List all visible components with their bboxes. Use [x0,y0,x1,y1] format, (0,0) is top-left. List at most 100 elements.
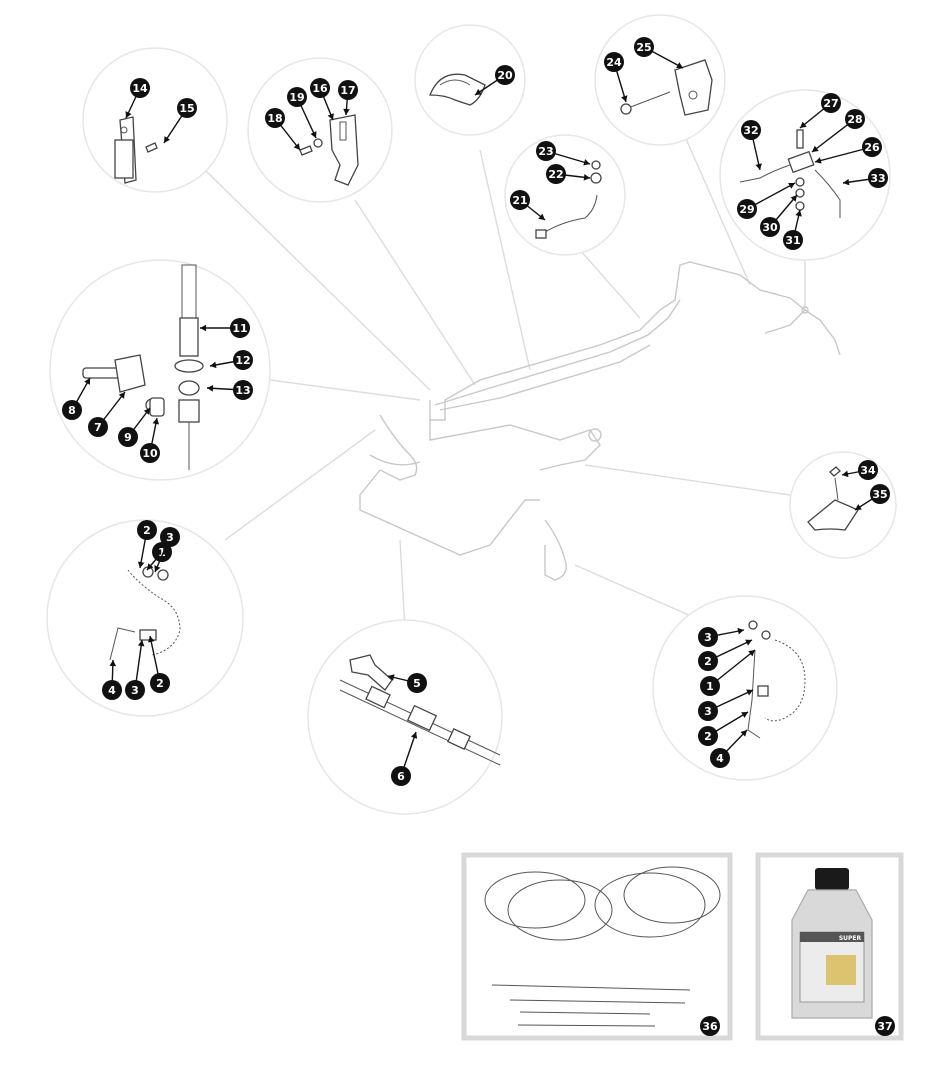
callout-17: 17 [338,80,358,116]
callout-badge [102,680,122,700]
callout-number: 11 [232,322,247,335]
callout-arrowhead [755,163,762,170]
callout-13: 13 [206,380,253,400]
callout-11: 11 [200,318,250,338]
callout-badge [862,137,882,157]
callout-4: 4 [102,659,122,700]
callout-number: 28 [847,113,862,126]
callout-9: 9 [118,407,151,447]
callout-2: 2 [698,711,749,746]
callout-2: 2 [137,520,157,569]
callout-arrowhead [210,361,217,369]
callout-badge [152,542,172,562]
callout-number: 3 [704,631,712,644]
callout-number: 2 [156,677,164,690]
callout-badge [700,676,720,696]
callout-19: 19 [287,87,317,139]
callout-badge [700,1016,720,1036]
callout-3: 3 [125,639,145,700]
callout-arrowhead [388,674,395,681]
callout-badge [265,108,285,128]
callout-number: 24 [606,56,622,69]
callout-number: 13 [235,384,250,397]
callout-20: 20 [474,65,515,96]
callout-badge [233,380,253,400]
callout-number: 4 [108,684,116,697]
callout-number: 19 [289,91,304,104]
callout-2: 2 [698,639,753,671]
callout-badge [510,190,530,210]
callout-number: 18 [267,112,282,125]
callout-31: 31 [783,209,803,250]
callout-23: 23 [536,141,591,166]
callout-badge [783,230,803,250]
callout-number: 2 [704,730,712,743]
callout-badge [140,443,160,463]
callout-number: 1 [158,546,166,559]
callout-number: 16 [312,82,328,95]
callout-number: 4 [716,752,724,765]
callout-arrowhead [583,159,590,166]
callout-number: 35 [872,488,887,501]
callout-badge [495,65,515,85]
callout-arrowhead [842,470,849,478]
callout-arrowhead [538,213,545,220]
callout-number: 5 [413,677,421,690]
callout-badge [407,673,427,693]
callout-number: 23 [538,145,553,158]
callout-badge [338,80,358,100]
callout-arrowhead [583,174,590,181]
callout-badge [737,199,757,219]
callout-number: 27 [823,97,838,110]
callout-arrowhead [343,108,350,115]
callout-number: 6 [397,770,405,783]
callout-8: 8 [62,377,91,420]
callout-badge [536,141,556,161]
callout-3: 3 [698,627,745,647]
callout-number: 1 [706,680,714,693]
detail-tee-26-33 [719,89,891,261]
callout-arrowhead [745,639,752,646]
callout-arrowhead [200,324,206,332]
callout-badge [634,37,654,57]
callout-badge [62,400,82,420]
callout-arrowhead [676,62,683,69]
callout-number: 29 [739,203,754,216]
detail-clip-20 [414,24,526,136]
callout-number: 32 [743,124,758,137]
detail-bracket-14-15 [82,47,228,193]
callout-badge [698,726,718,746]
callout-number: 2 [143,524,151,537]
callout-32: 32 [741,120,762,171]
callout-4: 4 [710,729,748,768]
callout-number: 15 [179,102,194,115]
callout-arrowhead [815,157,822,164]
callout-arrowhead [740,730,747,737]
detail-union-5-6 [307,619,503,815]
callout-number: 12 [235,354,250,367]
callout-arrowhead [147,563,154,570]
callout-badge [875,1016,895,1036]
callout-arrowhead [327,113,334,120]
callout-number: 2 [704,655,712,668]
callout-12: 12 [209,350,253,370]
callout-10: 10 [140,417,160,463]
callout-badge [137,520,157,540]
callout-30: 30 [760,194,798,237]
callout-number: 3 [131,684,139,697]
callout-badge [741,120,761,140]
callout-arrowhead [788,182,795,189]
callout-37: 37 [875,1016,895,1036]
callout-number: 3 [704,705,712,718]
callout-3: 3 [154,527,180,573]
callout-number: 8 [68,404,76,417]
callout-number: 7 [94,421,102,434]
callout-arrowhead [790,195,797,202]
callout-28: 28 [811,109,865,153]
callout-arrowhead [118,392,125,399]
callout-29: 29 [737,182,796,219]
callout-2: 2 [148,635,170,693]
callout-arrowhead [125,111,132,118]
